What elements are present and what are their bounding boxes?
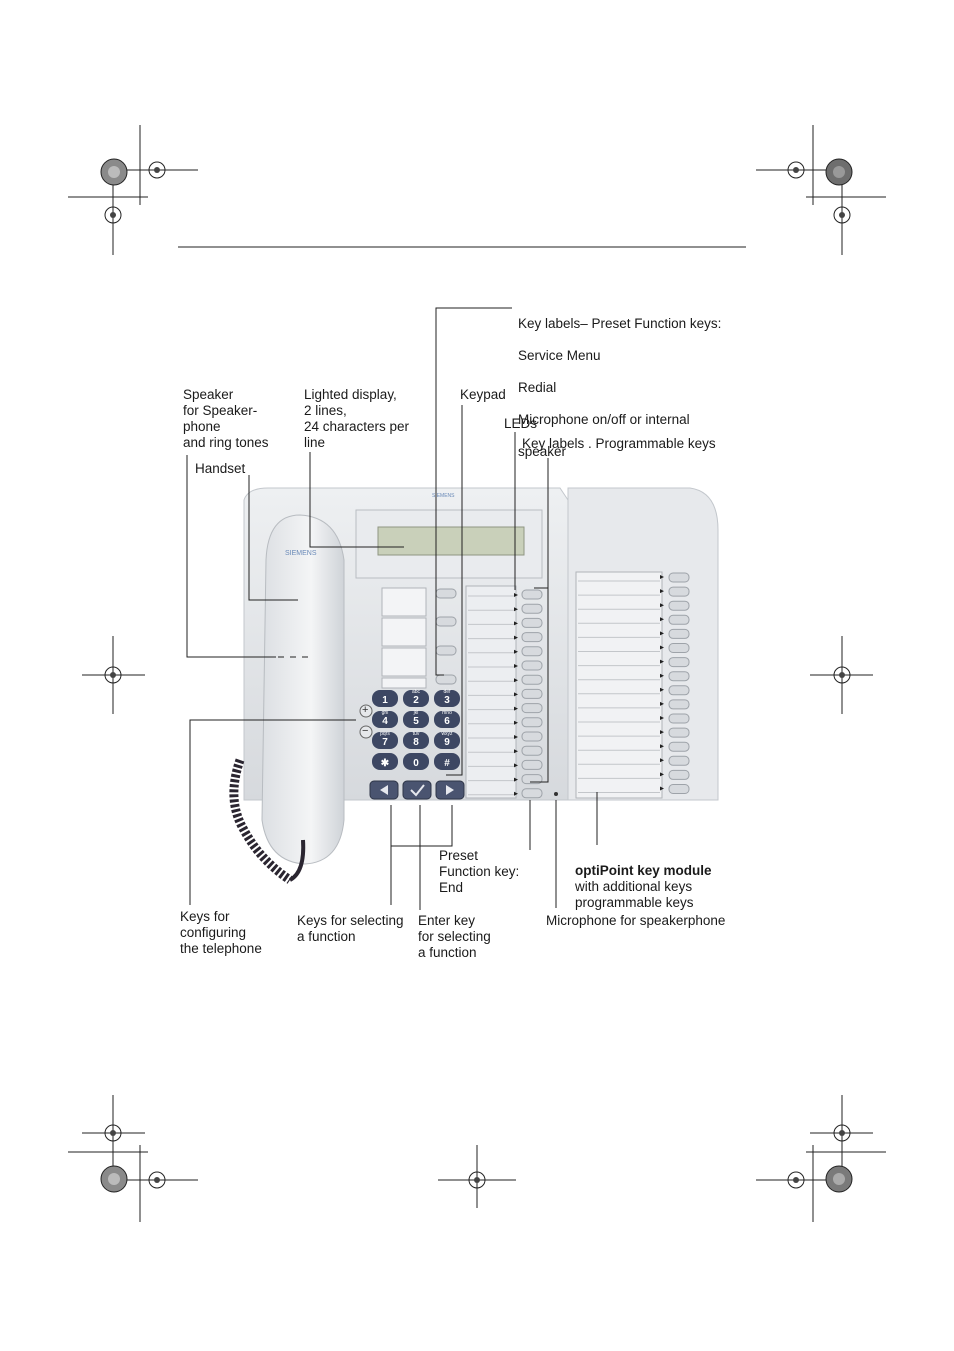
label-preset-item: Microphone on/off or internal — [518, 412, 690, 427]
module-key[interactable] — [668, 600, 690, 611]
programmable-key[interactable] — [521, 688, 543, 699]
keypad-key-digit: 7 — [382, 737, 388, 748]
module-key[interactable] — [668, 755, 690, 766]
keypad-key-digit: 9 — [444, 737, 450, 748]
lcd-display — [377, 526, 525, 556]
module-key[interactable] — [668, 741, 690, 752]
programmable-key[interactable] — [521, 717, 543, 728]
keypad-key-digit: # — [444, 758, 450, 769]
module-key[interactable] — [668, 727, 690, 738]
keypad-key-letters: wxyz — [441, 731, 453, 737]
module-key[interactable] — [668, 643, 690, 653]
keypad-key-digit: 2 — [413, 695, 419, 706]
label-display: Lighted display, 2 lines, 24 characters … — [304, 387, 410, 450]
keypad-key-letters: tuv — [412, 731, 420, 737]
programmable-key[interactable] — [521, 745, 543, 756]
module-key[interactable] — [668, 784, 690, 794]
label-handset: Handset — [195, 461, 246, 476]
programmable-key[interactable] — [521, 788, 543, 799]
module-key[interactable] — [668, 769, 690, 780]
programmable-key[interactable] — [521, 646, 543, 657]
keypad-key[interactable]: 1 — [372, 690, 398, 707]
programmable-key[interactable] — [521, 617, 543, 628]
label-keys-select: Keys for selecting a function — [297, 913, 404, 944]
module-key[interactable] — [668, 586, 690, 597]
keypad-key[interactable]: ✱ — [372, 753, 398, 770]
programmable-key[interactable] — [521, 589, 543, 600]
keypad-key-digit: 1 — [382, 695, 388, 706]
keypad-key-letters: pqrs — [380, 731, 390, 737]
keypad-key-letters: abc — [411, 689, 421, 695]
module-key[interactable] — [668, 685, 690, 696]
label-preset-item: speaker — [518, 444, 567, 459]
keypad-key-digit: 6 — [444, 716, 450, 727]
label-preset-item: Redial — [518, 380, 557, 395]
module-key[interactable] — [668, 671, 690, 682]
programmable-key[interactable] — [521, 703, 543, 714]
label-keypad: Keypad — [460, 387, 506, 402]
keypad-key[interactable]: 0 — [403, 753, 429, 770]
keypad-key-letters: mno — [442, 710, 452, 716]
label-preset-item: Service Menu — [518, 348, 601, 363]
programmable-key[interactable] — [521, 632, 543, 643]
label-preset-end: Preset Function key: End — [439, 848, 520, 895]
keypad-key-digit: 8 — [413, 737, 419, 748]
module-key[interactable] — [668, 614, 690, 625]
svg-text:SIEMENS: SIEMENS — [285, 550, 317, 557]
label-speaker: Speaker for Speaker- phone and ring tone… — [183, 387, 269, 450]
label-preset-keys: Key labels– Preset Function keys: Servic… — [518, 300, 721, 476]
module-key[interactable] — [668, 572, 690, 583]
programmable-key[interactable] — [521, 731, 543, 742]
label-enter-key: Enter key for selecting a function — [418, 913, 491, 960]
label-keys-config: Keys for configuring the telephone — [180, 909, 262, 956]
label-programmable-keys: Key labels . Programmable keys — [522, 436, 716, 451]
keypad-key-letters: def — [443, 689, 451, 695]
label-preset-keys-title: Key labels– Preset Function keys: — [518, 316, 722, 331]
label-key-module-desc: with additional keys programmable keys — [575, 879, 694, 910]
module-key[interactable] — [668, 628, 690, 639]
keypad-key[interactable]: # — [434, 753, 460, 770]
module-key[interactable] — [668, 699, 690, 710]
label-key-module-title: optiPoint key module — [575, 863, 712, 878]
keypad-key-digit: ✱ — [380, 758, 390, 769]
keypad-key-digit: 4 — [382, 716, 388, 727]
brand-top: SIEMENS — [432, 493, 455, 499]
label-key-module: optiPoint key module with additional key… — [575, 847, 712, 927]
keypad-key-digit: 3 — [444, 695, 450, 706]
module-key[interactable] — [668, 657, 690, 668]
keypad-key-digit: 0 — [413, 758, 419, 769]
keypad-key-letters: ghi — [381, 710, 389, 716]
volume-minus-icon[interactable]: − — [362, 725, 369, 737]
programmable-key[interactable] — [521, 774, 543, 785]
programmable-key[interactable] — [521, 759, 543, 770]
keypad-key-digit: 5 — [413, 716, 419, 727]
volume-plus-icon[interactable]: + — [362, 704, 369, 716]
programmable-key[interactable] — [521, 660, 543, 671]
programmable-key[interactable] — [521, 603, 543, 614]
label-microphone: Microphone for speakerphone — [546, 913, 726, 928]
color-target-icons — [100, 158, 853, 1193]
module-key[interactable] — [668, 713, 690, 724]
keypad-key-letters: jkl — [413, 710, 419, 716]
label-leds: LEDs — [504, 416, 538, 431]
programmable-key[interactable] — [521, 674, 543, 685]
